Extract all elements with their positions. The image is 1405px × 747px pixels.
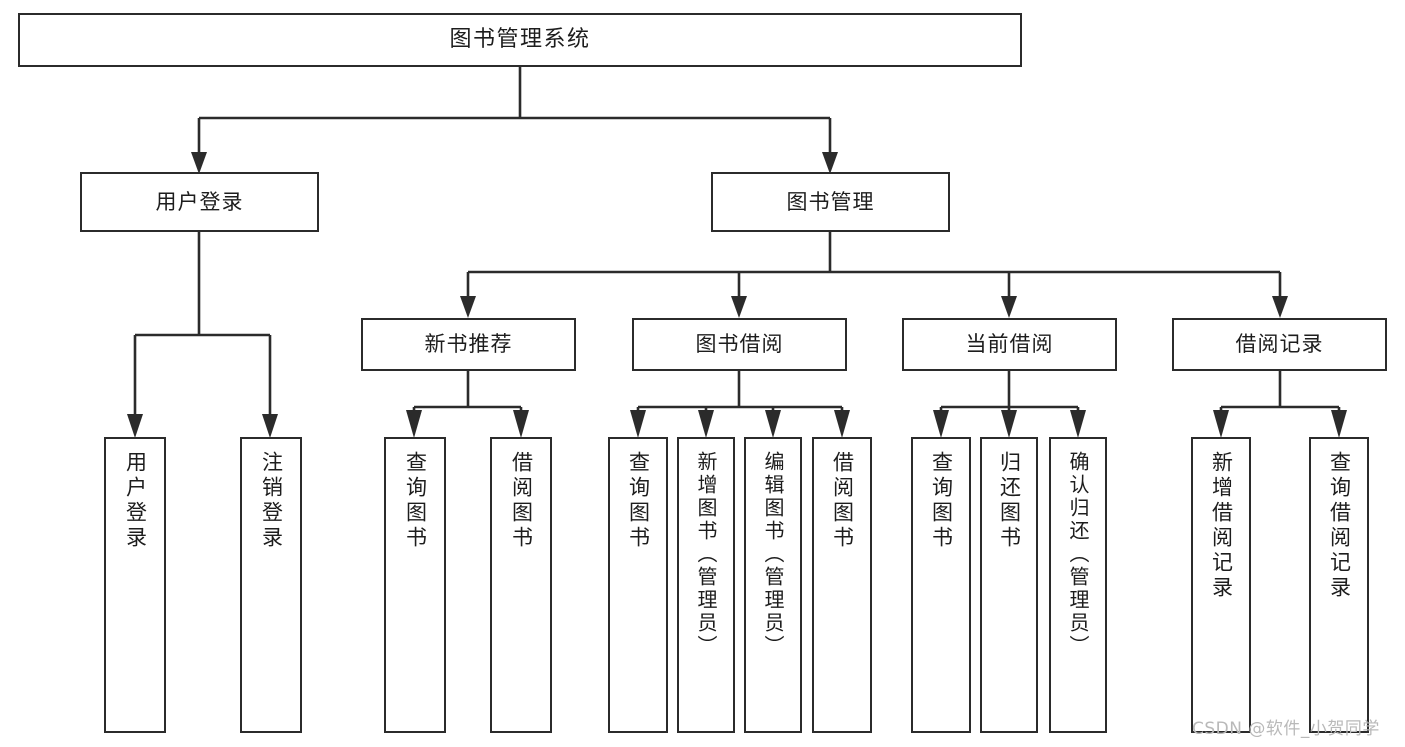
arrow-leaf-edit-book bbox=[765, 410, 781, 438]
node-label: 图书管理系统 bbox=[449, 27, 591, 53]
node-borrow-record[interactable]: 借阅记录 bbox=[1172, 318, 1387, 371]
node-user-login[interactable]: 用户登录 bbox=[80, 172, 319, 232]
leaf-borrow-book-1[interactable]: 借阅图书 bbox=[490, 437, 552, 733]
arrow-to-user-login bbox=[191, 152, 207, 174]
node-label: 借阅图书 bbox=[509, 451, 534, 551]
node-label: 查询图书 bbox=[626, 451, 651, 551]
leaf-borrow-book-2[interactable]: 借阅图书 bbox=[812, 437, 872, 733]
leaf-add-book[interactable]: 新增图书（管理员） bbox=[677, 437, 735, 733]
node-new-book-recommend[interactable]: 新书推荐 bbox=[361, 318, 576, 371]
leaf-user-login[interactable]: 用户登录 bbox=[104, 437, 166, 733]
node-label: 新增借阅记录 bbox=[1209, 451, 1234, 601]
node-root-book-management-system[interactable]: 图书管理系统 bbox=[18, 13, 1022, 67]
arrow-leaf-query-book-2 bbox=[630, 410, 646, 438]
node-label: 新增图书（管理员） bbox=[694, 451, 718, 658]
arrow-to-book-manage bbox=[822, 152, 838, 174]
leaf-query-book-3[interactable]: 查询图书 bbox=[911, 437, 971, 733]
node-label: 图书借阅 bbox=[695, 332, 784, 357]
leaf-confirm-return[interactable]: 确认归还（管理员） bbox=[1049, 437, 1107, 733]
arrow-leaf-borrow-book-1 bbox=[513, 410, 529, 438]
node-label: 用户登录 bbox=[123, 451, 148, 551]
node-label: 查询图书 bbox=[929, 451, 954, 551]
arrow-to-borrow-record bbox=[1272, 296, 1288, 318]
arrow-leaf-confirm-return bbox=[1070, 410, 1086, 438]
arrow-leaf-return-book bbox=[1001, 410, 1017, 438]
arrow-leaf-query-book-1 bbox=[406, 410, 422, 438]
arrow-leaf-query-book-3 bbox=[933, 410, 949, 438]
node-label: 归还图书 bbox=[997, 451, 1022, 551]
node-label: 确认归还（管理员） bbox=[1066, 451, 1090, 658]
node-book-borrow[interactable]: 图书借阅 bbox=[632, 318, 847, 371]
leaf-edit-book[interactable]: 编辑图书（管理员） bbox=[744, 437, 802, 733]
node-label: 借阅图书 bbox=[830, 451, 855, 551]
leaf-query-borrow-record[interactable]: 查询借阅记录 bbox=[1309, 437, 1369, 733]
arrow-leaf-user-login bbox=[127, 414, 143, 438]
node-label: 查询图书 bbox=[403, 451, 428, 551]
arrow-leaf-add-borrow-record bbox=[1213, 410, 1229, 438]
leaf-add-borrow-record[interactable]: 新增借阅记录 bbox=[1191, 437, 1251, 733]
leaf-logout-login[interactable]: 注销登录 bbox=[240, 437, 302, 733]
node-label: 图书管理 bbox=[786, 189, 875, 214]
node-current-borrow[interactable]: 当前借阅 bbox=[902, 318, 1117, 371]
arrow-leaf-borrow-book-2 bbox=[834, 410, 850, 438]
node-label: 新书推荐 bbox=[424, 332, 513, 357]
csdn-watermark: CSDN @软件_小贺同学 bbox=[1192, 719, 1380, 739]
arrow-to-book-borrow bbox=[731, 296, 747, 318]
leaf-return-book[interactable]: 归还图书 bbox=[980, 437, 1038, 733]
node-label: 当前借阅 bbox=[965, 332, 1054, 357]
node-book-manage[interactable]: 图书管理 bbox=[711, 172, 950, 232]
node-label: 查询借阅记录 bbox=[1327, 451, 1352, 601]
arrow-to-current-borrow bbox=[1001, 296, 1017, 318]
node-label: 注销登录 bbox=[259, 451, 284, 551]
node-label: 用户登录 bbox=[155, 189, 244, 214]
node-label: 编辑图书（管理员） bbox=[761, 451, 785, 658]
leaf-query-book-2[interactable]: 查询图书 bbox=[608, 437, 668, 733]
arrow-to-new-book-recommend bbox=[460, 296, 476, 318]
arrow-leaf-query-borrow-record bbox=[1331, 410, 1347, 438]
node-label: 借阅记录 bbox=[1235, 332, 1324, 357]
leaf-query-book-1[interactable]: 查询图书 bbox=[384, 437, 446, 733]
arrow-leaf-logout-login bbox=[262, 414, 278, 438]
arrow-leaf-add-book bbox=[698, 410, 714, 438]
